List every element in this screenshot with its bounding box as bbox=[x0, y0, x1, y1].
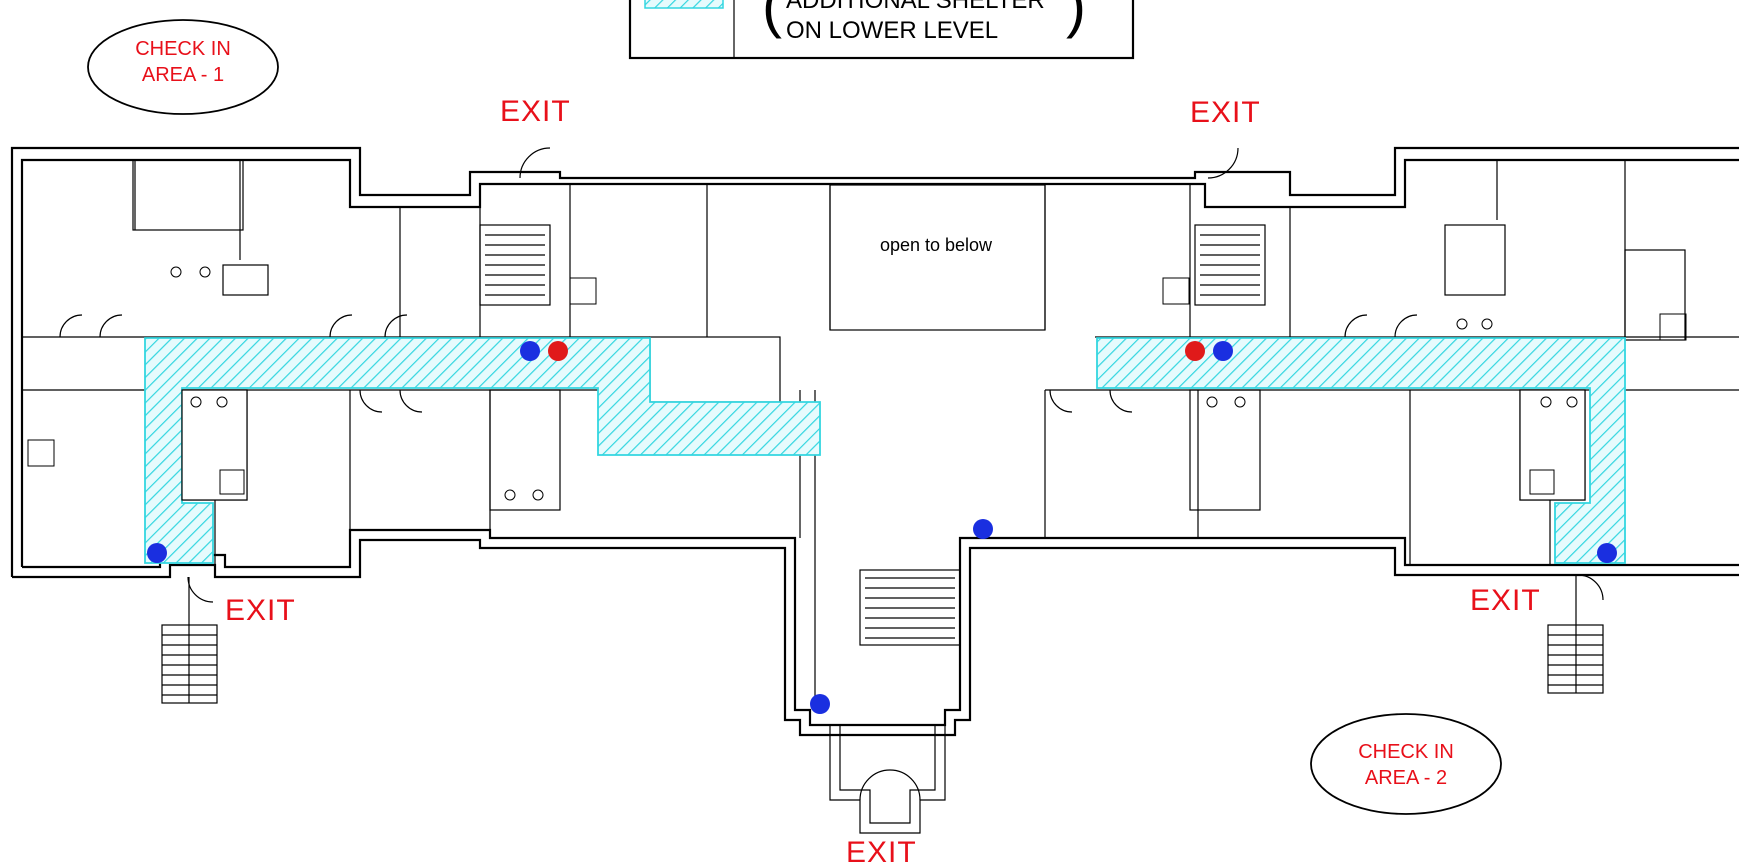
check-in-2-line2: AREA - 2 bbox=[1365, 767, 1447, 789]
room-label-open-to-below: open to below bbox=[880, 235, 993, 255]
stairs-south-center bbox=[859, 569, 961, 646]
marker-red bbox=[548, 341, 568, 361]
check-in-area-1: CHECK IN AREA - 1 bbox=[87, 19, 279, 115]
marker-red bbox=[1185, 341, 1205, 361]
stairs-south-west bbox=[161, 577, 218, 704]
legend: ( ) ADDITIONAL SHELTER ON LOWER LEVEL bbox=[628, 0, 1135, 60]
check-in-1-line2: AREA - 1 bbox=[142, 64, 224, 86]
legend-paren-right: ) bbox=[1066, 0, 1086, 39]
exit-label-south-center: EXIT bbox=[846, 836, 917, 864]
legend-paren-left: ( bbox=[762, 0, 782, 39]
check-in-2-line1: CHECK IN bbox=[1358, 741, 1454, 763]
restroom-fixtures bbox=[27, 266, 1687, 501]
building-outline bbox=[10, 146, 1739, 737]
shelter-area-east bbox=[1096, 337, 1626, 564]
marker-blue bbox=[147, 543, 167, 563]
stairs-west bbox=[479, 224, 551, 306]
exit-label-south-east: EXIT bbox=[1470, 584, 1541, 617]
check-in-area-2: CHECK IN AREA - 2 bbox=[1310, 713, 1502, 815]
exit-label-north-west: EXIT bbox=[500, 95, 571, 128]
legend-text-line2: ON LOWER LEVEL bbox=[786, 17, 998, 44]
markers bbox=[147, 341, 1617, 714]
marker-blue bbox=[973, 519, 993, 539]
legend-hatch-swatch bbox=[644, 0, 724, 9]
marker-blue bbox=[1597, 543, 1617, 563]
stairs-south-east bbox=[1547, 575, 1604, 694]
stairs-east bbox=[1194, 224, 1266, 306]
legend-frame bbox=[628, 0, 1135, 60]
marker-blue bbox=[520, 341, 540, 361]
check-in-1-line1: CHECK IN bbox=[135, 38, 231, 60]
marker-blue bbox=[810, 694, 830, 714]
shelter-area-west bbox=[144, 337, 821, 564]
exit-label-north-east: EXIT bbox=[1190, 96, 1261, 129]
exit-label-south-west: EXIT bbox=[225, 594, 296, 627]
marker-blue bbox=[1213, 341, 1233, 361]
legend-text-line1: ADDITIONAL SHELTER bbox=[786, 0, 1045, 14]
